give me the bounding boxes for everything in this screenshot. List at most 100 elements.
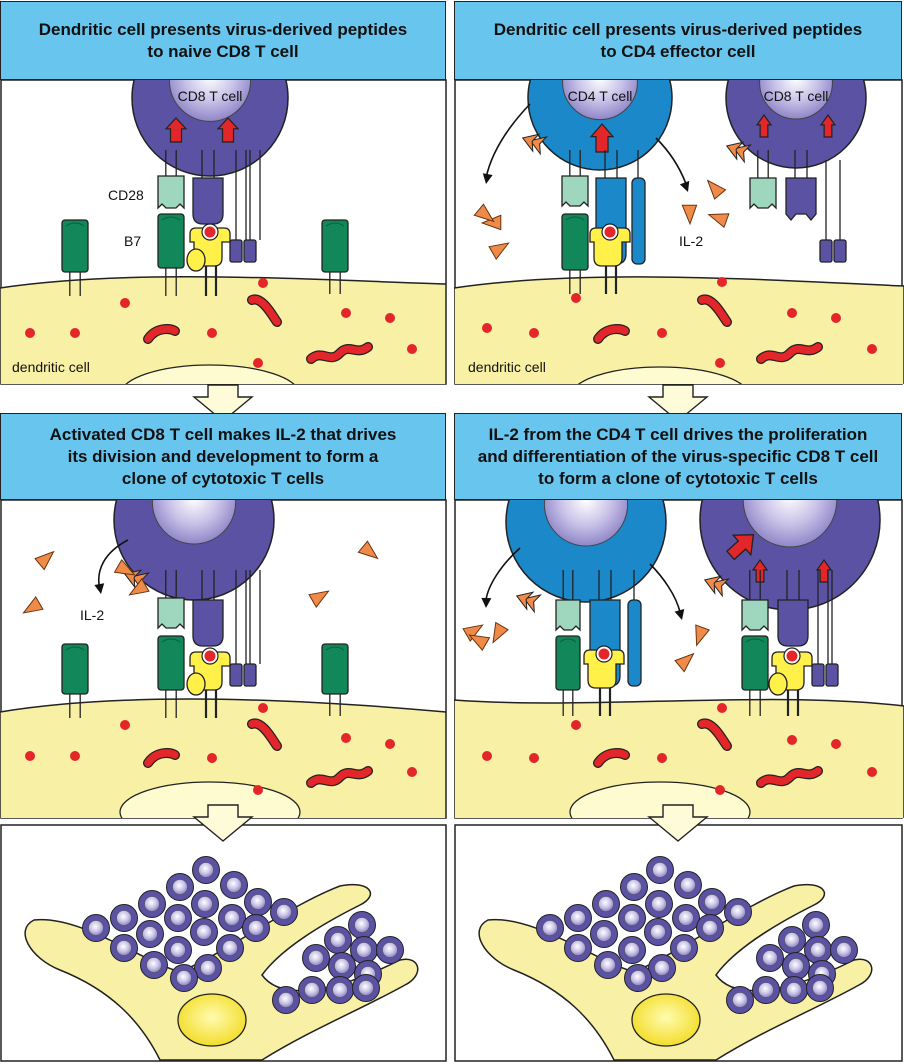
panel-3-title-line: its division and development to form a — [67, 446, 379, 466]
cd8-cell-nucleus — [146, 957, 162, 973]
peptide-dot — [385, 313, 395, 323]
cd8-cell-nucleus — [172, 879, 188, 895]
arrowhead — [94, 583, 105, 594]
peptide-dot — [207, 328, 217, 338]
cd8-cell-nucleus — [836, 942, 852, 958]
il2-molecule — [357, 540, 379, 560]
peptide-dot — [207, 753, 217, 763]
cytotoxic-t-cell — [192, 856, 220, 884]
peptide-dot — [715, 785, 725, 795]
cd8-cell-nucleus — [250, 894, 266, 910]
b7-detail — [565, 216, 585, 221]
cytotoxic-t-cell — [326, 976, 354, 1004]
bound-peptide — [204, 650, 216, 662]
cd8-cell-nucleus — [652, 862, 668, 878]
il2-triangle-icon — [492, 621, 509, 644]
dendritic-cell-membrane — [454, 698, 904, 818]
cytotoxic-t-cell — [674, 871, 702, 899]
cytotoxic-t-cell — [624, 964, 652, 992]
b7-molecule — [321, 219, 349, 273]
mhc-molecule — [583, 645, 625, 689]
cytotoxic-t-cell — [644, 918, 672, 946]
peptide-dot — [831, 313, 841, 323]
il2-triangle-icon — [34, 550, 55, 571]
cytotoxic-t-cell — [244, 888, 272, 916]
nucleus — [742, 500, 838, 548]
cytotoxic-t-cell — [190, 918, 218, 946]
b7-molecule — [61, 219, 89, 273]
cytotoxic-t-cell — [564, 934, 592, 962]
dendritic-cell-nucleus — [569, 781, 751, 818]
down-arrow-icon — [192, 804, 254, 842]
cd8-cell-nucleus — [626, 879, 642, 895]
il2-triangle-icon — [695, 624, 711, 647]
peptide-dot — [25, 751, 35, 761]
cd8-cell-nucleus — [198, 862, 214, 878]
cd8-cell-nucleus — [702, 920, 718, 936]
il2-label: IL-2 — [679, 233, 703, 249]
il2-label: IL-2 — [80, 607, 104, 623]
cytotoxic-t-cell — [726, 986, 754, 1014]
peptide-dot — [407, 767, 417, 777]
cd28-molecule — [157, 597, 185, 630]
il2-molecule — [492, 621, 509, 644]
cd8-cell-nucleus — [197, 896, 213, 912]
cd8-coreceptor — [819, 239, 833, 263]
viral-protein — [307, 767, 372, 787]
nucleus — [543, 500, 629, 547]
red-signal-arrow-icon — [164, 117, 188, 143]
cytotoxic-t-cell — [536, 914, 564, 942]
cd8-cell-nucleus — [676, 940, 692, 956]
cd8-cell-nucleus — [144, 896, 160, 912]
panel-2-title: Dendritic cell presents virus-derived pe… — [454, 1, 902, 80]
b7-molecule — [555, 635, 581, 691]
panel-2-title-line: Dendritic cell presents virus-derived pe… — [493, 19, 863, 39]
cytotoxic-t-cell — [170, 964, 198, 992]
cytotoxic-t-cell — [646, 856, 674, 884]
cd4-t-cell — [505, 500, 667, 603]
peptide-dot — [341, 308, 351, 318]
panel-4-title-line: IL-2 from the CD4 T cell drives the prol… — [488, 424, 868, 444]
cd8-cell-nucleus — [142, 926, 158, 942]
cd8-cell-nucleus — [598, 896, 614, 912]
cytotoxic-t-cell — [110, 934, 138, 962]
il2-molecule — [707, 213, 730, 229]
cytotoxic-t-cell — [752, 976, 780, 1004]
peptide-dot — [529, 328, 539, 338]
cytotoxic-t-cell — [298, 976, 326, 1004]
peptide-dot — [385, 739, 395, 749]
curved-secretion-arrow-icon — [485, 547, 521, 601]
cytotoxic-t-cell — [756, 944, 784, 972]
il2-triangle-icon — [468, 634, 491, 651]
cytotoxic-t-cell — [164, 936, 192, 964]
cd8-cell-nucleus — [758, 982, 774, 998]
cytotoxic-t-cell — [352, 974, 380, 1002]
il2-triangle-icon — [113, 559, 136, 576]
cytotoxic-t-cell — [698, 888, 726, 916]
cytotoxic-t-cell — [220, 871, 248, 899]
panel-1-title-line: to naive CD8 T cell — [147, 41, 299, 61]
cytotoxic-t-cell — [82, 914, 110, 942]
peptide-dot — [867, 767, 877, 777]
cd4-coreceptor — [627, 599, 642, 687]
cd8-cell-nucleus — [354, 917, 370, 933]
cd8-cell-nucleus — [304, 982, 320, 998]
cytotoxic-t-cell — [618, 904, 646, 932]
peptide-dot — [70, 751, 80, 761]
cytotoxic-t-cell — [218, 904, 246, 932]
tcr-molecule — [192, 177, 224, 225]
il2-triangle-icon — [674, 652, 695, 673]
b7-detail — [65, 646, 85, 651]
cytotoxic-t-cell — [620, 873, 648, 901]
curved-secretion-arrow-icon — [649, 563, 681, 613]
il2-receptor-chevron — [703, 575, 723, 595]
curved-secretion-arrow-icon — [655, 137, 687, 185]
cd8-coreceptor — [229, 239, 243, 263]
il2-triangle-icon — [128, 578, 150, 596]
cd28-molecule — [157, 175, 185, 210]
peptide-dot — [70, 328, 80, 338]
cd8-cell-nucleus — [170, 942, 186, 958]
panel-2-title-line: to CD4 effector cell — [600, 41, 756, 61]
nucleus — [168, 80, 252, 122]
cd8-cell-nucleus — [596, 926, 612, 942]
